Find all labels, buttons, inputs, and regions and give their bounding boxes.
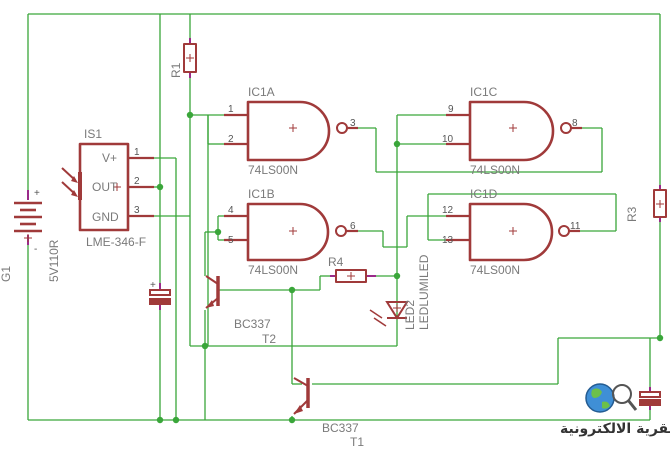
battery-g1: + - G1 5V110R [0,188,61,282]
is1-pin-vplus: V+ [102,151,117,165]
is1-pin-3: 3 [134,205,140,216]
g1-label: G1 [0,266,13,282]
ic1b-part: 74LS00N [248,263,298,277]
ic1a-pin-in1: 1 [228,104,234,115]
is1-pin-out: OUT [92,180,118,194]
svg-text:-: - [34,244,37,255]
ic1d-part: 74LS00N [470,263,520,277]
svg-text:+: + [150,280,156,291]
ic1d-pin-in2: 13 [442,235,454,246]
wires [27,13,661,421]
svg-text:+: + [34,188,40,199]
junction-dots [156,111,664,424]
is1-pin-1: 1 [134,147,140,158]
resistor-r1: R1 [169,38,197,78]
is1-pin-2: 2 [134,176,140,187]
ic1a-part: 74LS00N [248,163,298,177]
gate-ic1b: IC1B 74LS00N 4 5 6 [224,187,358,277]
ic1c-pin-in1: 9 [448,104,454,115]
r1-label: R1 [169,62,183,78]
ic1a-pin-out: 3 [350,118,356,129]
ic1c-pin-in2: 10 [442,134,454,145]
ic1b-pin-in1: 4 [228,205,234,216]
t2-part: BC337 [234,317,271,331]
t2-label: T2 [262,332,276,346]
r4-label: R4 [328,255,344,269]
ic1d-label: IC1D [470,187,498,201]
magnifier-icon [612,384,632,404]
ic1d-pin-out: 11 [570,221,581,232]
ic1c-part: 74LS00N [470,163,520,177]
resistor-r3: R3 [625,185,667,222]
t1-part: BC337 [322,421,359,435]
transistor-t1: BC337 T1 [293,377,364,449]
gate-ic1c: IC1C 74LS00N 9 10 8 [442,85,582,177]
logo-text: القرية الالكترونية [560,421,670,437]
led2-label: LED2 [403,300,417,330]
ic1c-label: IC1C [470,85,498,99]
ic1b-pin-out: 6 [350,221,356,232]
resistor-r4: R4 [328,255,376,283]
t1-label: T1 [350,435,364,449]
ic1c-pin-out: 8 [572,118,578,129]
g1-part: 5V110R [47,239,61,282]
ic1d-pin-in1: 12 [442,205,454,216]
ic1a-pin-in2: 2 [228,134,234,145]
capacitor-right [639,387,661,410]
transistor-t2: BC337 T2 [205,275,276,346]
r3-label: R3 [625,206,639,222]
gate-ic1d: IC1D 74LS00N 12 13 11 [442,187,581,277]
led-led2: LED2 LEDLUMILED [369,254,431,330]
ic1b-label: IC1B [248,187,275,201]
capacitor-left: + [149,280,171,310]
ic1b-pin-in2: 5 [228,235,234,246]
is1-part: LME-346-F [86,235,146,249]
is1-label: IS1 [84,127,102,141]
is1-pin-gnd: GND [92,210,119,224]
ic1a-label: IC1A [248,85,275,99]
led2-part: LEDLUMILED [417,254,431,330]
gate-ic1a: IC1A 74LS00N 1 2 3 [224,85,358,177]
logo: القرية الالكترونية [560,383,670,437]
sensor-is1: IS1 LME-346-F V+ OUT GND 1 2 3 [61,127,154,249]
globe-icon [585,383,615,413]
